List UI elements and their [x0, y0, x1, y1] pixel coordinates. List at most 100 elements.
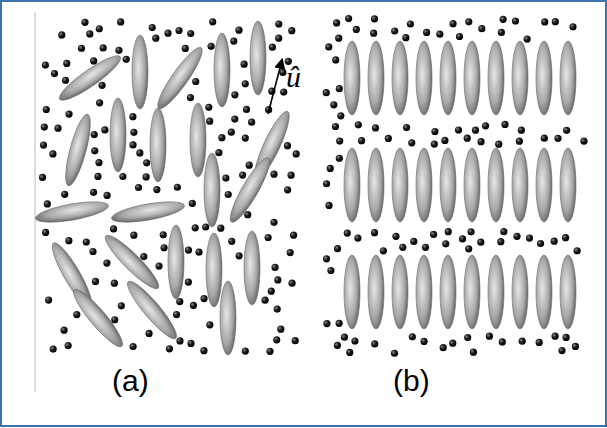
- sphere: [327, 165, 334, 172]
- sphere: [43, 106, 50, 113]
- sphere: [111, 280, 118, 287]
- sphere: [477, 239, 484, 246]
- sphere: [465, 18, 472, 25]
- sphere: [231, 116, 238, 123]
- sphere: [209, 18, 216, 25]
- sphere: [241, 61, 248, 68]
- rod: [464, 41, 480, 115]
- rod: [536, 148, 552, 222]
- sphere: [222, 174, 229, 181]
- sphere: [205, 104, 212, 111]
- sphere: [217, 225, 224, 232]
- sphere: [136, 149, 143, 156]
- sphere: [563, 127, 570, 134]
- sphere: [83, 238, 90, 245]
- sphere: [225, 191, 232, 198]
- sphere: [86, 30, 93, 37]
- sphere: [200, 295, 207, 302]
- sphere: [371, 15, 378, 22]
- sphere: [562, 234, 569, 241]
- sphere: [402, 34, 409, 41]
- sphere: [344, 230, 351, 237]
- sphere: [101, 126, 108, 133]
- sphere: [358, 137, 365, 144]
- sphere: [336, 155, 343, 162]
- rod: [368, 148, 384, 222]
- rod: [536, 255, 552, 329]
- rod: [122, 277, 182, 344]
- sphere: [42, 229, 49, 236]
- sphere: [45, 296, 52, 303]
- sphere: [174, 184, 181, 191]
- rod: [190, 103, 206, 177]
- sphere: [60, 327, 67, 334]
- sphere: [449, 340, 456, 347]
- rod: [512, 148, 528, 222]
- sphere: [54, 125, 61, 132]
- sphere: [332, 123, 339, 130]
- sphere: [345, 15, 352, 22]
- sphere: [152, 35, 159, 42]
- sphere: [470, 349, 477, 356]
- sphere: [449, 20, 456, 27]
- rod: [244, 231, 260, 305]
- rod: [488, 41, 504, 115]
- sphere: [187, 30, 194, 37]
- sphere: [293, 150, 300, 157]
- sphere: [44, 200, 51, 207]
- sphere: [230, 38, 237, 45]
- rod: [204, 153, 220, 227]
- sphere: [500, 16, 507, 23]
- sphere: [50, 346, 57, 353]
- sphere: [422, 244, 429, 251]
- sphere: [242, 348, 249, 355]
- sphere: [187, 94, 194, 101]
- sphere: [541, 135, 548, 142]
- rod: [132, 35, 148, 109]
- sphere: [265, 234, 272, 241]
- director-arrow: [268, 60, 282, 114]
- sphere: [292, 337, 299, 344]
- sphere: [513, 233, 520, 240]
- sphere: [231, 91, 238, 98]
- sphere: [441, 137, 448, 144]
- sphere: [96, 25, 103, 32]
- rod: [225, 154, 276, 226]
- sphere: [63, 60, 70, 67]
- sphere: [288, 280, 295, 287]
- rod: [344, 255, 360, 329]
- sphere: [98, 82, 105, 89]
- rod: [392, 148, 408, 222]
- sphere: [246, 162, 253, 169]
- panel-label: (b): [393, 366, 430, 396]
- sphere: [160, 231, 167, 238]
- sphere: [455, 126, 462, 133]
- sphere: [244, 211, 251, 218]
- rod: [536, 41, 552, 115]
- sphere: [192, 78, 199, 85]
- sphere: [65, 111, 72, 118]
- sphere: [526, 234, 533, 241]
- sphere: [155, 263, 162, 270]
- sphere: [175, 27, 182, 34]
- sphere: [185, 246, 192, 253]
- sphere: [580, 138, 587, 145]
- sphere: [189, 200, 196, 207]
- rod: [440, 255, 456, 329]
- sphere: [410, 238, 417, 245]
- sphere: [153, 186, 160, 193]
- sphere: [275, 35, 282, 42]
- sphere: [73, 311, 80, 318]
- sphere: [337, 112, 344, 119]
- sphere: [563, 334, 570, 341]
- sphere: [325, 202, 332, 209]
- sphere: [90, 189, 97, 196]
- sphere: [403, 124, 410, 131]
- sphere: [274, 305, 281, 312]
- sphere: [176, 298, 183, 305]
- rod: [464, 255, 480, 329]
- sphere: [115, 47, 122, 54]
- sphere: [143, 159, 150, 166]
- sphere: [541, 18, 548, 25]
